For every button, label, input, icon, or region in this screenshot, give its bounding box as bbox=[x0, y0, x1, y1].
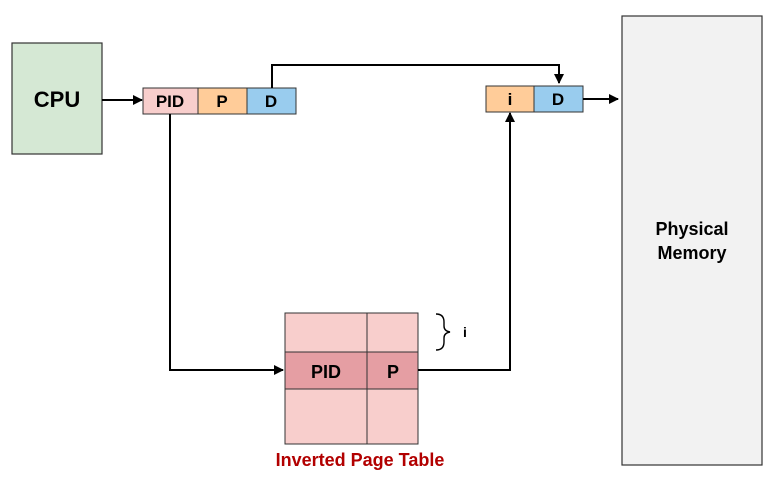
logical-offset-label: D bbox=[265, 92, 277, 111]
page-table-caption: Inverted Page Table bbox=[276, 450, 445, 470]
logical-address: PID P D bbox=[142, 87, 297, 115]
cpu-label: CPU bbox=[34, 87, 80, 112]
logical-page-cell bbox=[197, 87, 248, 115]
page-table-match-page-cell bbox=[366, 351, 419, 390]
memory-label-line2: Memory bbox=[657, 243, 726, 263]
index-brace bbox=[435, 313, 451, 351]
cpu-block: CPU bbox=[11, 42, 103, 155]
physical-index-label: i bbox=[508, 90, 513, 109]
logical-page-label: P bbox=[216, 92, 227, 111]
physical-offset-label: D bbox=[552, 90, 564, 109]
logical-pid-cell bbox=[142, 87, 199, 115]
page-table-pid-label: PID bbox=[311, 362, 341, 382]
logical-pid-label: PID bbox=[156, 92, 184, 111]
physical-address: i D bbox=[485, 85, 584, 113]
match-to-index-arrow bbox=[418, 112, 515, 371]
page-table-page-label: P bbox=[387, 362, 399, 382]
offset-copy-arrow bbox=[271, 64, 564, 88]
memory-label-line1: Physical bbox=[655, 219, 728, 239]
page-table-match-pid-cell bbox=[284, 351, 368, 390]
inverted-page-table: PID P i Inverted Page Table bbox=[276, 312, 467, 470]
page-table-index-label: i bbox=[463, 324, 467, 340]
pid-search-arrow bbox=[169, 114, 284, 375]
physical-memory-block: Physical Memory bbox=[621, 15, 763, 466]
logical-offset-cell bbox=[246, 87, 297, 115]
